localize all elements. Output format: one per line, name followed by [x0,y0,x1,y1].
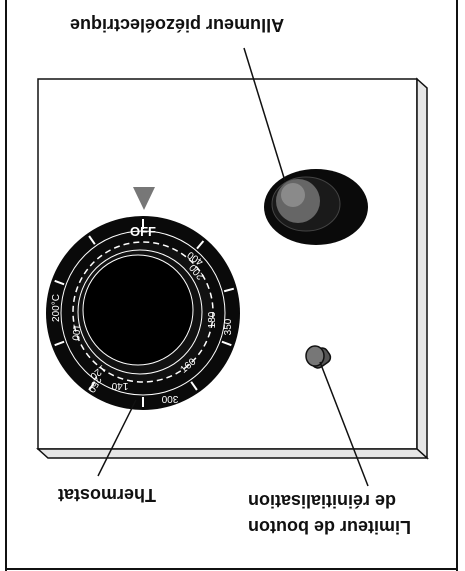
igniter-cap-highlight [281,183,305,207]
piezo-igniter-button[interactable] [264,169,368,245]
label-thermostat: Thermostat [58,484,156,506]
dial-scale-300: 300 [161,393,178,404]
panel-side-edge [417,79,427,458]
knob-cap [83,255,193,365]
dial-scale-unit: 200°C [51,294,62,322]
label-reset-line1: Limiteur de bouton [248,516,411,538]
label-igniter: Allumeur piézoélectrique [70,14,284,36]
reset-head [306,346,324,366]
label-reset-line2: de réinitialisation [248,490,396,512]
dial-scale-100: 100 [69,323,81,341]
dial-scale-140: 140 [111,380,128,391]
panel-bottom-edge [38,449,427,458]
dial-scale-180: 180 [207,311,218,328]
dial-label-off: OFF [130,224,156,239]
dial-scale-350: 350 [223,318,234,335]
thermostat-dial[interactable]: OFF 400 200 350 180 160 300 140 120 250 … [46,216,240,410]
